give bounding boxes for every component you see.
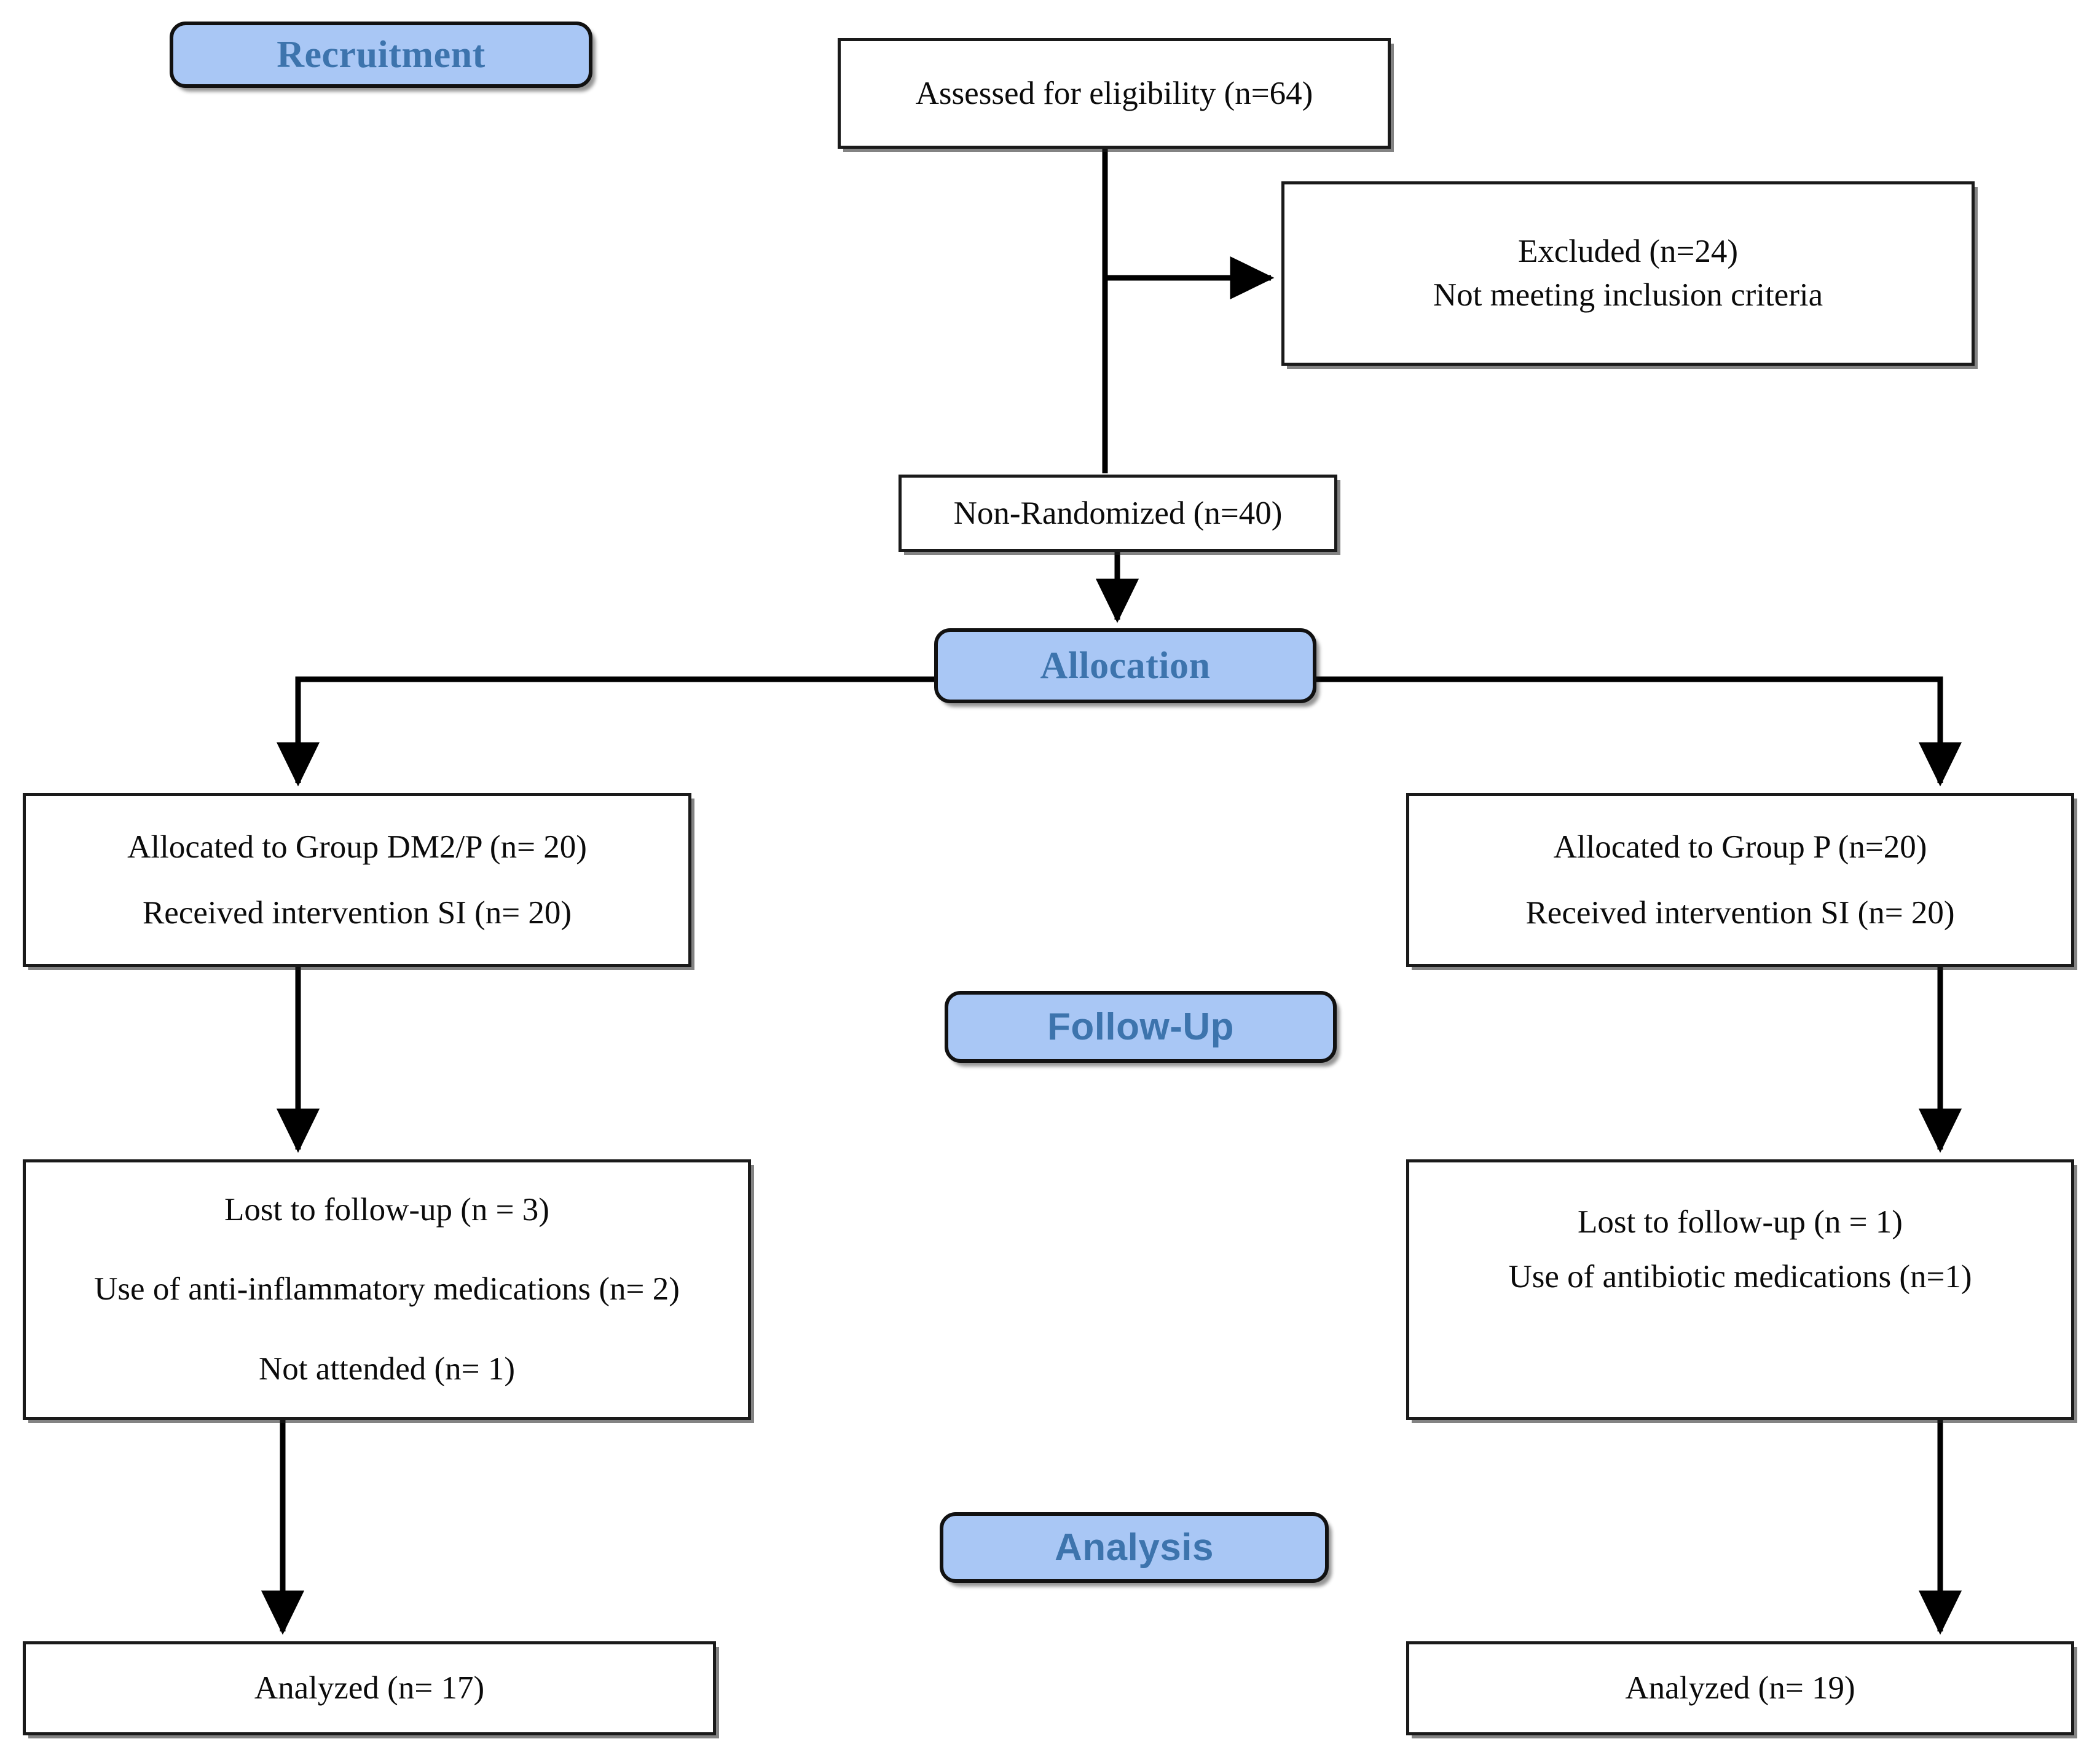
node-followup-right: Lost to follow-up (n = 1) Use of antibio… (1406, 1159, 2074, 1420)
stage-label-followup: Follow-Up (945, 991, 1337, 1063)
connector-allocation-to-left-group (276, 676, 934, 787)
node-line: Lost to follow-up (n = 3) (224, 1191, 549, 1228)
node-followup-left: Lost to follow-up (n = 3) Use of anti-in… (23, 1159, 751, 1420)
node-line: Allocated to Group DM2/P (n= 20) (127, 829, 587, 865)
stage-label-analysis-text: Analysis (1054, 1526, 1214, 1569)
connector-allocation-to-right-group (1316, 676, 1962, 787)
stage-label-recruitment-text: Recruitment (277, 33, 486, 76)
stage-label-allocation: Allocation (934, 628, 1316, 703)
node-line: Received intervention SI (n= 20) (142, 894, 572, 931)
node-line: Received intervention SI (n= 20) (1525, 894, 1955, 931)
node-line: Assessed for eligibility (n=64) (915, 75, 1313, 111)
stage-label-followup-text: Follow-Up (1047, 1006, 1235, 1048)
node-line: Use of anti-inflammatory medications (n=… (94, 1271, 680, 1307)
node-analyzed-left: Analyzed (n= 17) (23, 1641, 716, 1735)
node-line: Excluded (n=24) (1517, 234, 1739, 270)
node-allocated-group-p: Allocated to Group P (n=20) Received int… (1406, 793, 2074, 967)
node-line: Non-Randomized (n=40) (953, 495, 1283, 531)
node-line: Not attended (n= 1) (259, 1351, 515, 1387)
node-non-randomized: Non-Randomized (n=40) (899, 475, 1337, 552)
node-line: Allocated to Group P (n=20) (1553, 829, 1927, 865)
node-assessed-for-eligibility: Assessed for eligibility (n=64) (838, 38, 1391, 149)
node-line: Not meeting inclusion criteria (1433, 277, 1823, 313)
stage-label-analysis: Analysis (940, 1512, 1329, 1583)
node-line: Lost to follow-up (n = 1) (1578, 1204, 1903, 1240)
node-excluded: Excluded (n=24) Not meeting inclusion cr… (1281, 181, 1975, 366)
node-allocated-group-dm2p: Allocated to Group DM2/P (n= 20) Receive… (23, 793, 691, 967)
node-line: Use of antibiotic medications (n=1) (1508, 1258, 1972, 1295)
node-line: Analyzed (n= 19) (1625, 1670, 1855, 1706)
node-analyzed-right: Analyzed (n= 19) (1406, 1641, 2074, 1735)
stage-label-recruitment: Recruitment (170, 22, 592, 88)
node-line: Analyzed (n= 17) (254, 1670, 485, 1706)
stage-label-allocation-text: Allocation (1040, 644, 1211, 687)
